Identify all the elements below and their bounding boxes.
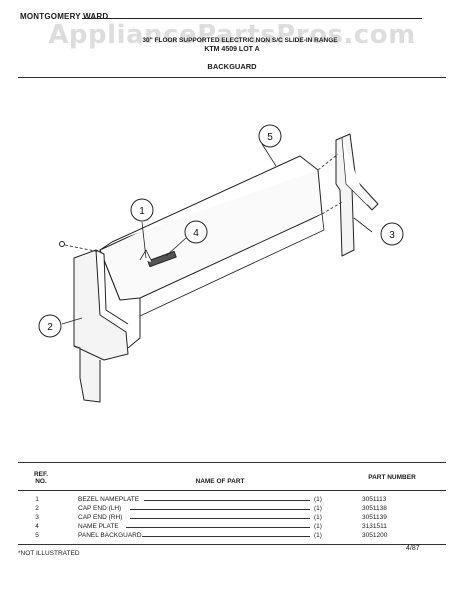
table-top-rule: [18, 462, 446, 463]
row-part-number: 3051138: [362, 505, 387, 512]
not-illustrated-note: *NOT ILLUSTRATED: [18, 550, 80, 557]
table-row: 3 CAP END (RH) (1) 3051139: [18, 514, 446, 523]
row-name: NAME PLATE: [78, 523, 119, 530]
row-ref: 3: [35, 514, 39, 521]
part-number-header: PART NUMBER: [368, 474, 416, 481]
section-title: BACKGUARD: [207, 62, 257, 71]
row-name: BEZEL NAMEPLATE: [78, 496, 140, 503]
callout-5-label: 5: [267, 132, 273, 143]
header-rule: [82, 18, 422, 19]
table-header-rule: [18, 490, 446, 491]
row-leader: [142, 536, 310, 537]
table-row: 1 BEZEL NAMEPLATE (1) 3051113: [18, 496, 446, 505]
name-plate-shape: [147, 250, 177, 268]
row-part-number: 3051200: [362, 532, 388, 539]
callout-5-circle: [258, 124, 282, 148]
ref-no-header: REF. NO.: [33, 471, 49, 485]
row-qty: (1): [314, 514, 322, 521]
row-name: CAP END (RH): [78, 514, 123, 521]
model-number: KTM 4509 LOT A: [204, 46, 260, 53]
row-leader: [130, 509, 310, 510]
brand-name: MONTGOMERY WARD: [20, 12, 109, 21]
callout-4-circle: [184, 220, 208, 244]
row-ref: 4: [35, 523, 39, 530]
row-name: PANEL BACKGUARD: [78, 532, 142, 539]
callout-1-label: 1: [139, 206, 145, 217]
name-of-part-header: NAME OF PART: [195, 478, 245, 485]
row-leader: [144, 500, 310, 501]
backguard-exploded-diagram: 1 2 3 4 5: [38, 124, 404, 403]
row-ref: 1: [35, 496, 39, 503]
callout-1-circle: [130, 198, 154, 222]
table-row: 2 CAP END (LH) (1) 3051138: [18, 505, 446, 514]
row-leader: [126, 527, 310, 528]
row-ref: 5: [35, 532, 39, 539]
row-qty: (1): [314, 532, 322, 539]
table-row: 5 PANEL BACKGUARD (1) 3051200: [18, 532, 446, 541]
row-leader: [130, 518, 310, 519]
range-description: 30" FLOOR SUPPORTED ELECTRIC NON S/C SLI…: [142, 37, 338, 44]
row-part-number: 3051113: [362, 496, 387, 503]
callout-2-label: 2: [47, 322, 53, 333]
table-bottom-rule: [18, 544, 446, 545]
row-qty: (1): [314, 496, 322, 503]
row-qty: (1): [314, 505, 322, 512]
header-divider: [18, 77, 446, 78]
row-ref: 2: [35, 505, 39, 512]
callout-3-label: 3: [389, 230, 395, 241]
callout-4-label: 4: [193, 228, 199, 239]
table-row: 4 NAME PLATE (1) 3131511: [18, 523, 446, 532]
row-part-number: 3131511: [362, 523, 387, 530]
watermark: AppliancePartsPros.com: [48, 20, 416, 50]
row-part-number: 3051139: [362, 514, 387, 521]
callout-2-circle: [38, 314, 62, 338]
revision-date: 4/87: [406, 545, 420, 552]
callout-3-circle: [380, 222, 404, 246]
row-qty: (1): [314, 523, 322, 530]
row-name: CAP END (LH): [78, 505, 122, 512]
